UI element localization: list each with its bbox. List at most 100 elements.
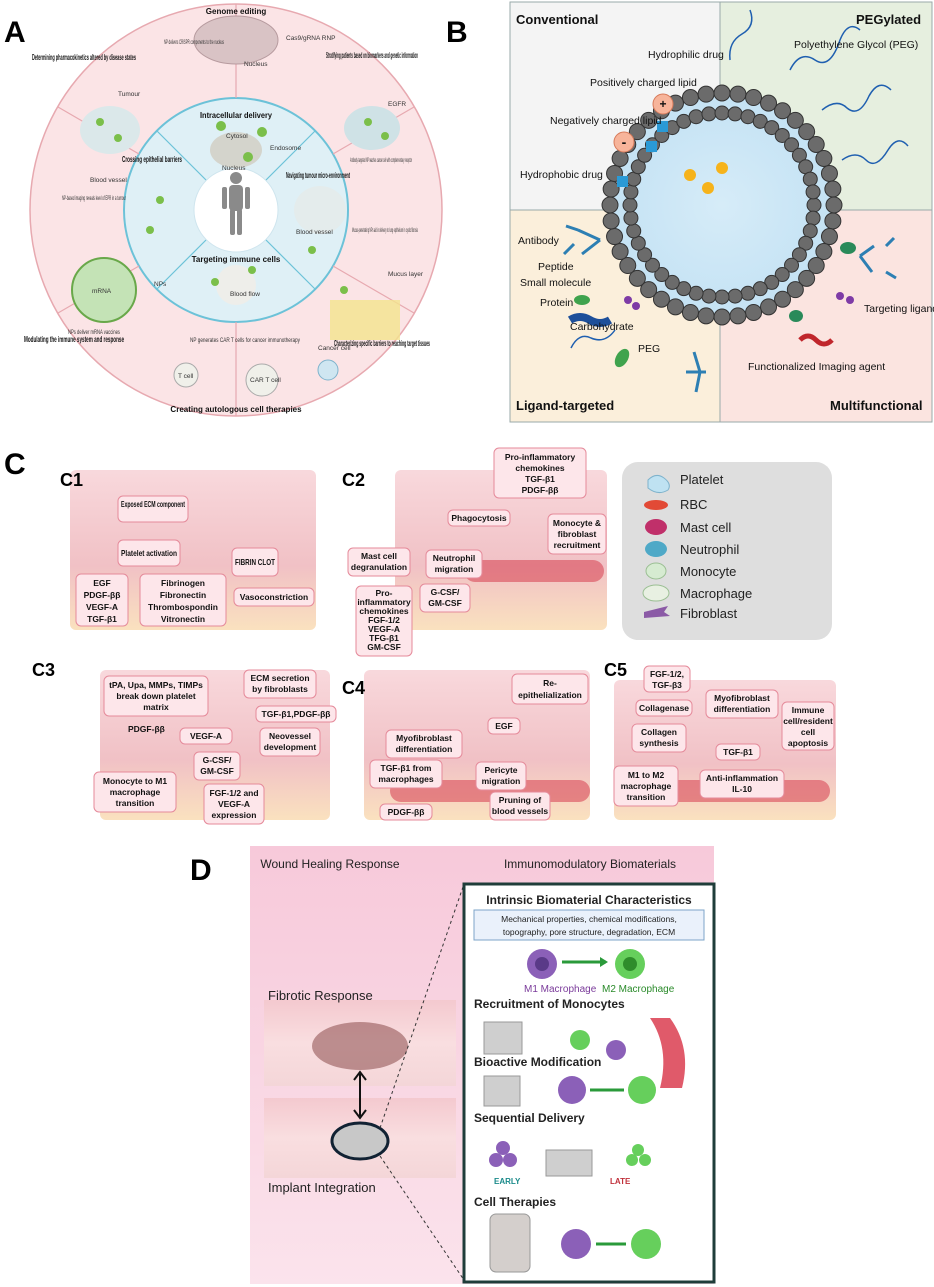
quad-label-pegylated: PEGylated (856, 12, 921, 27)
d-cell-purple (606, 1040, 626, 1060)
label-modulating: Modulating the immune system and respons… (24, 335, 124, 344)
a-blood-flow: Blood flow (230, 291, 260, 298)
lipid-head (760, 298, 778, 316)
c2-pro-3: PDGF-ββ (522, 485, 559, 495)
c3-gcsf-1: GM-CSF (200, 766, 234, 776)
c4-peri-0: Pericyte (484, 765, 517, 775)
d-implant: Implant Integration (268, 1180, 376, 1195)
b-neg-lipid: Negatively charged lipid (550, 115, 662, 127)
lipid-head-inner (630, 159, 646, 175)
c3-tgf: TGF-β1,PDGF-ββ (262, 709, 331, 719)
c1-growth-1: PDGF-ββ (84, 590, 121, 600)
lipid-head-inner (676, 281, 692, 297)
b-peg-full: Polyethylene Glycol (PEG) (794, 39, 918, 51)
c2-mast-0: Mast cell (361, 551, 397, 561)
a-nucleus: Nucleus (222, 165, 246, 172)
panel-b-label: B (446, 16, 468, 49)
a-blood-vessel: Blood vessel (90, 177, 127, 184)
c3-mono-0: Monocyte to M1 (103, 776, 167, 786)
lipid-head (713, 308, 731, 326)
c3-fgf-1: VEGF-A (218, 799, 250, 809)
lipid-head (745, 303, 763, 321)
lipid-head (611, 149, 629, 167)
c4-reep-1: epithelialization (518, 690, 582, 700)
a-nps: NPs (154, 281, 167, 288)
c2-phago: Phagocytosis (451, 513, 507, 523)
a-blood-vessel-2: Blood vessel (296, 229, 333, 236)
c2-pro2-5: TFG-β1 (369, 633, 399, 643)
c2-pro2-2: chemokines (359, 606, 408, 616)
lipid-head (628, 123, 646, 141)
c3-pdgf: PDGF-ββ (128, 724, 165, 734)
a-nucleus-top: Nucleus (244, 61, 268, 68)
d-recruit: Recruitment of Monocytes (474, 997, 625, 1011)
legend-monocyte: Monocyte (680, 564, 736, 579)
b-peptide: Peptide (538, 261, 574, 273)
c3-tpa-1: break down platelet (116, 691, 196, 701)
legend-mast: Mast cell (680, 520, 731, 535)
c5-m1m2-0: M1 to M2 (628, 770, 665, 780)
lipid-head-inner (805, 184, 821, 200)
lipid-head (760, 94, 778, 112)
d-scaffold-1 (483, 1021, 523, 1055)
c4-tgf-0: TGF-β1 from (381, 763, 432, 773)
lipid-head-inner (740, 285, 756, 301)
a-endosome: Endosome (270, 145, 301, 152)
lipid-head (807, 257, 825, 275)
inner-dividers (156, 130, 316, 290)
a-mrna: mRNA (92, 288, 112, 295)
label-navigating: Navigating tumour micro-environment (286, 171, 350, 180)
c2-pro-2: TGF-β1 (525, 474, 555, 484)
lipid-head (601, 196, 619, 214)
a-mucus-layer: Mucus layer (388, 271, 424, 278)
d-zoom-line-top (379, 883, 465, 1129)
d-bioactive: Bioactive Modification (474, 1055, 601, 1069)
lipid-head (786, 281, 804, 299)
b-carbohydrate: Carbohydrate (570, 321, 634, 333)
c4-myo-1: differentiation (396, 744, 453, 754)
c3-ecm-0: ECM secretion (250, 673, 309, 683)
a-cancer-cell: Cancer cell (318, 345, 351, 352)
legend-macrophage: Macrophage (680, 586, 752, 601)
c2-pro2-4: VEGF-A (368, 624, 400, 634)
lipid-head-inner (644, 257, 660, 273)
d-cell-green (570, 1030, 590, 1050)
c5-myo-0: Myofibroblast (714, 693, 770, 703)
lipid-head (697, 307, 715, 325)
lipid-head (798, 123, 816, 141)
b-peg: PEG (638, 343, 660, 355)
d-zoom-line-bottom (379, 1155, 465, 1281)
c1-fib-0: Fibrinogen (161, 578, 205, 588)
liposome-core (610, 93, 834, 317)
c2-label: C2 (342, 470, 365, 490)
drug-molecules: + - (613, 93, 728, 194)
c2-pro2-6: GM-CSF (367, 642, 401, 652)
lipid-head-inner (701, 288, 717, 304)
a-cytosol: Cytosol (226, 133, 248, 140)
d-cell-m1 (561, 1229, 591, 1259)
d-scaffold-4 (489, 1213, 531, 1273)
lipid-head-inner (764, 120, 780, 136)
human-silhouette-icon (222, 172, 250, 235)
c3-neo-1: development (264, 742, 317, 752)
d-early: EARLY (494, 1177, 521, 1186)
lipid-head (681, 303, 699, 321)
c4-peri-1: migration (482, 776, 521, 786)
lipid-head-inner (798, 235, 814, 251)
lipid-head (825, 196, 843, 214)
c1-fib-3: Vitronectin (161, 614, 205, 624)
c3-fgf-2: expression (212, 810, 257, 820)
quad-label-conventional: Conventional (516, 12, 598, 27)
d-cell: Cell Therapies (474, 1195, 556, 1209)
lipid-head-inner (664, 274, 680, 290)
c2-pro2-0: Pro- (376, 588, 393, 598)
c4-tgf-1: macrophages (378, 774, 434, 784)
a-tumour: Tumour (118, 91, 141, 98)
b-antibody: Antibody (518, 235, 560, 247)
c5-fgf-1: TGF-β3 (652, 680, 682, 690)
c5-anti-1: IL-10 (732, 784, 752, 794)
c4-reep-0: Re- (543, 678, 557, 688)
lipid-head (713, 84, 731, 102)
c5-coll: Collagenase (639, 703, 689, 713)
c2-mono-0: Monocyte & (553, 518, 601, 528)
